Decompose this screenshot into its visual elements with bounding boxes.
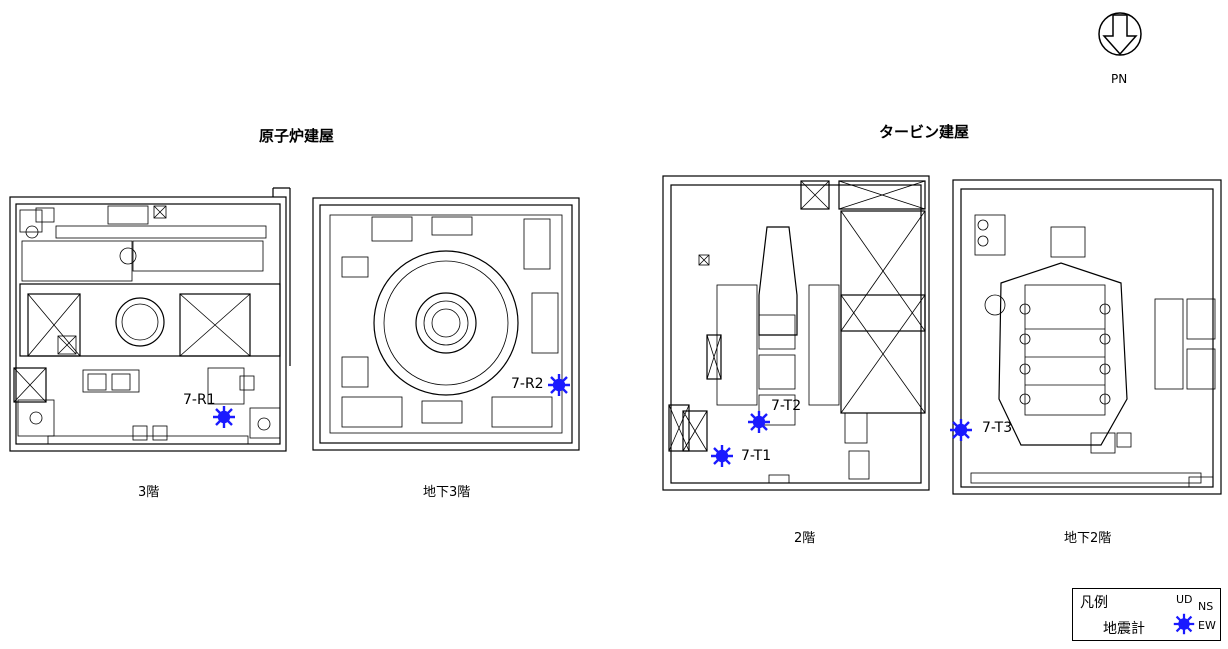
seismometer-icon [1173,613,1195,635]
reactor-3f-floorplan [9,187,291,452]
legend-ew-label: EW [1198,619,1216,632]
sensor-label-7-r2: 7-R2 [511,376,544,392]
seismometer-icon [213,406,235,428]
legend-ud-label: UD [1176,593,1193,606]
seismometer-icon [711,445,733,467]
legend-ns-label: NS [1198,600,1214,613]
sensor-label-7-t1: 7-T1 [741,448,772,464]
reactor-b3f-floorplan [312,197,580,451]
turbine-building-title: タービン建屋 [879,123,970,141]
north-arrow-icon [1098,12,1142,56]
seismometer-icon [748,411,770,433]
floor-label-turbine-b2f: 地下2階 [1064,531,1112,546]
legend: 凡例 UD NS 地震計 EW [1072,588,1221,641]
sensor-label-7-t3: 7-T3 [982,420,1013,436]
legend-item-label: 地震計 [1103,621,1145,637]
north-label: PN [1111,72,1128,86]
legend-title: 凡例 [1080,595,1108,611]
floor-label-turbine-2f: 2階 [794,531,816,546]
seismometer-icon [950,419,972,441]
reactor-building-title: 原子炉建屋 [259,127,335,145]
floor-label-reactor-3f: 3階 [138,485,160,500]
floor-label-reactor-b3f: 地下3階 [423,485,471,500]
turbine-b2f-floorplan [952,179,1222,495]
seismometer-icon [548,374,570,396]
sensor-label-7-t2: 7-T2 [771,398,802,414]
turbine-2f-floorplan [662,175,930,491]
sensor-label-7-r1: 7-R1 [183,392,216,408]
